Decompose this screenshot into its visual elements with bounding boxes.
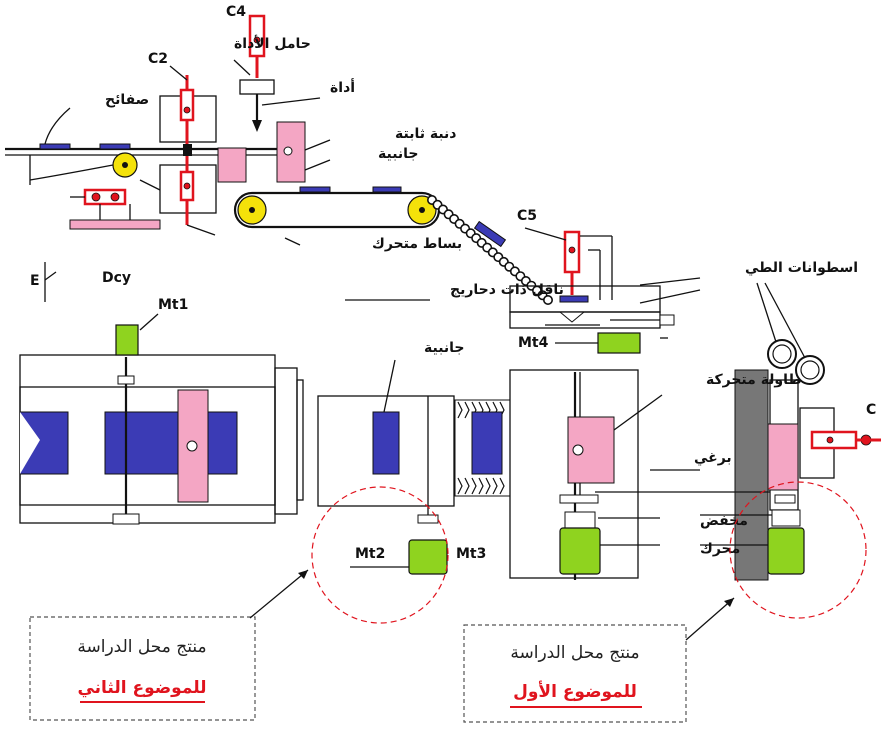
bellows-fold [464, 401, 470, 495]
label-box-right: منتج محل الدراسة للموضوع الأول [463, 597, 735, 723]
motor-mt2 [408, 539, 448, 575]
label-c5: C5 [517, 208, 537, 224]
label-mt3: Mt3 [456, 546, 486, 562]
moving-conveyor: بساط متحرك [233, 186, 462, 252]
sheet-piece [99, 143, 131, 150]
label-sheets: صفائح [105, 92, 149, 108]
moving-table-assembly: Mt3 [456, 369, 639, 580]
box-left-subject: للموضوع الثاني [77, 678, 206, 698]
label-fixed-punch: دنبة ثابتة [395, 126, 457, 142]
sheet-piece [39, 143, 71, 150]
label-tool: أداة [330, 78, 355, 96]
label-side1: جانبية [378, 146, 419, 162]
middle-machine: جانبية Mt2 [317, 340, 511, 575]
reducer-1 [564, 511, 596, 529]
reducer-2 [771, 509, 801, 527]
left-blue-block [19, 411, 69, 475]
motor-mt1 [115, 324, 139, 356]
study-zone-right [729, 481, 867, 619]
label-c4: C4 [226, 4, 246, 20]
middle-blue-block [372, 411, 400, 475]
label-side2: جانبية [424, 340, 465, 356]
box-right-title: منتج محل الدراسة [510, 643, 639, 663]
chain-roller [542, 294, 553, 305]
motor-mt4 [597, 332, 641, 354]
box-right-subject: للموضوع الأول [513, 681, 637, 702]
controls-e-dcy: E Dcy [30, 262, 131, 302]
center-blue-block [104, 411, 238, 475]
bending-station: C5 Mt4 اسطوانات الطي [509, 208, 858, 354]
label-roller-conveyor-1: ناقل ذات دحاريج [450, 282, 564, 298]
label-box-left: منتج محل الدراسة للموضوع الثاني [29, 569, 309, 721]
motor-right [767, 527, 805, 575]
bellows-fold [457, 401, 463, 495]
label-tool-holder: حامل الأداة [234, 35, 311, 52]
base-plate [69, 219, 161, 230]
label-e: E [30, 273, 40, 289]
study-zone-left [311, 486, 449, 624]
left-machine: Mt1 [19, 297, 304, 525]
bellows-blue-block [471, 411, 503, 475]
label-screw: برغي [694, 450, 732, 466]
label-mt2: Mt2 [355, 546, 385, 562]
press-section: C2 C4 حامل الأداة أداة صفائح دنبة ثابتة … [5, 4, 457, 236]
roller-conveyor [426, 195, 553, 305]
label-dcy: Dcy [102, 270, 131, 286]
label-mt1: Mt1 [158, 297, 188, 313]
label-mt4: Mt4 [518, 335, 549, 351]
motor-mt3 [559, 527, 601, 575]
label-moving-table: طاولة متحركة [706, 372, 802, 388]
sheet-on-rollers [473, 220, 507, 248]
label-conveyor: بساط متحرك [372, 236, 462, 252]
label-motor: محرك [700, 541, 740, 557]
label-bending-rollers: اسطوانات الطي [745, 260, 858, 276]
label-c2: C2 [148, 51, 168, 67]
label-reducer: مخفض [700, 513, 748, 529]
pink-block [217, 147, 247, 183]
box-left-title: منتج محل الدراسة [77, 637, 206, 657]
right-pink-block [767, 423, 799, 491]
label-c-right: C [866, 402, 876, 418]
right-machine: C طاولة متحركة برغي مخفض محرك [595, 282, 881, 581]
